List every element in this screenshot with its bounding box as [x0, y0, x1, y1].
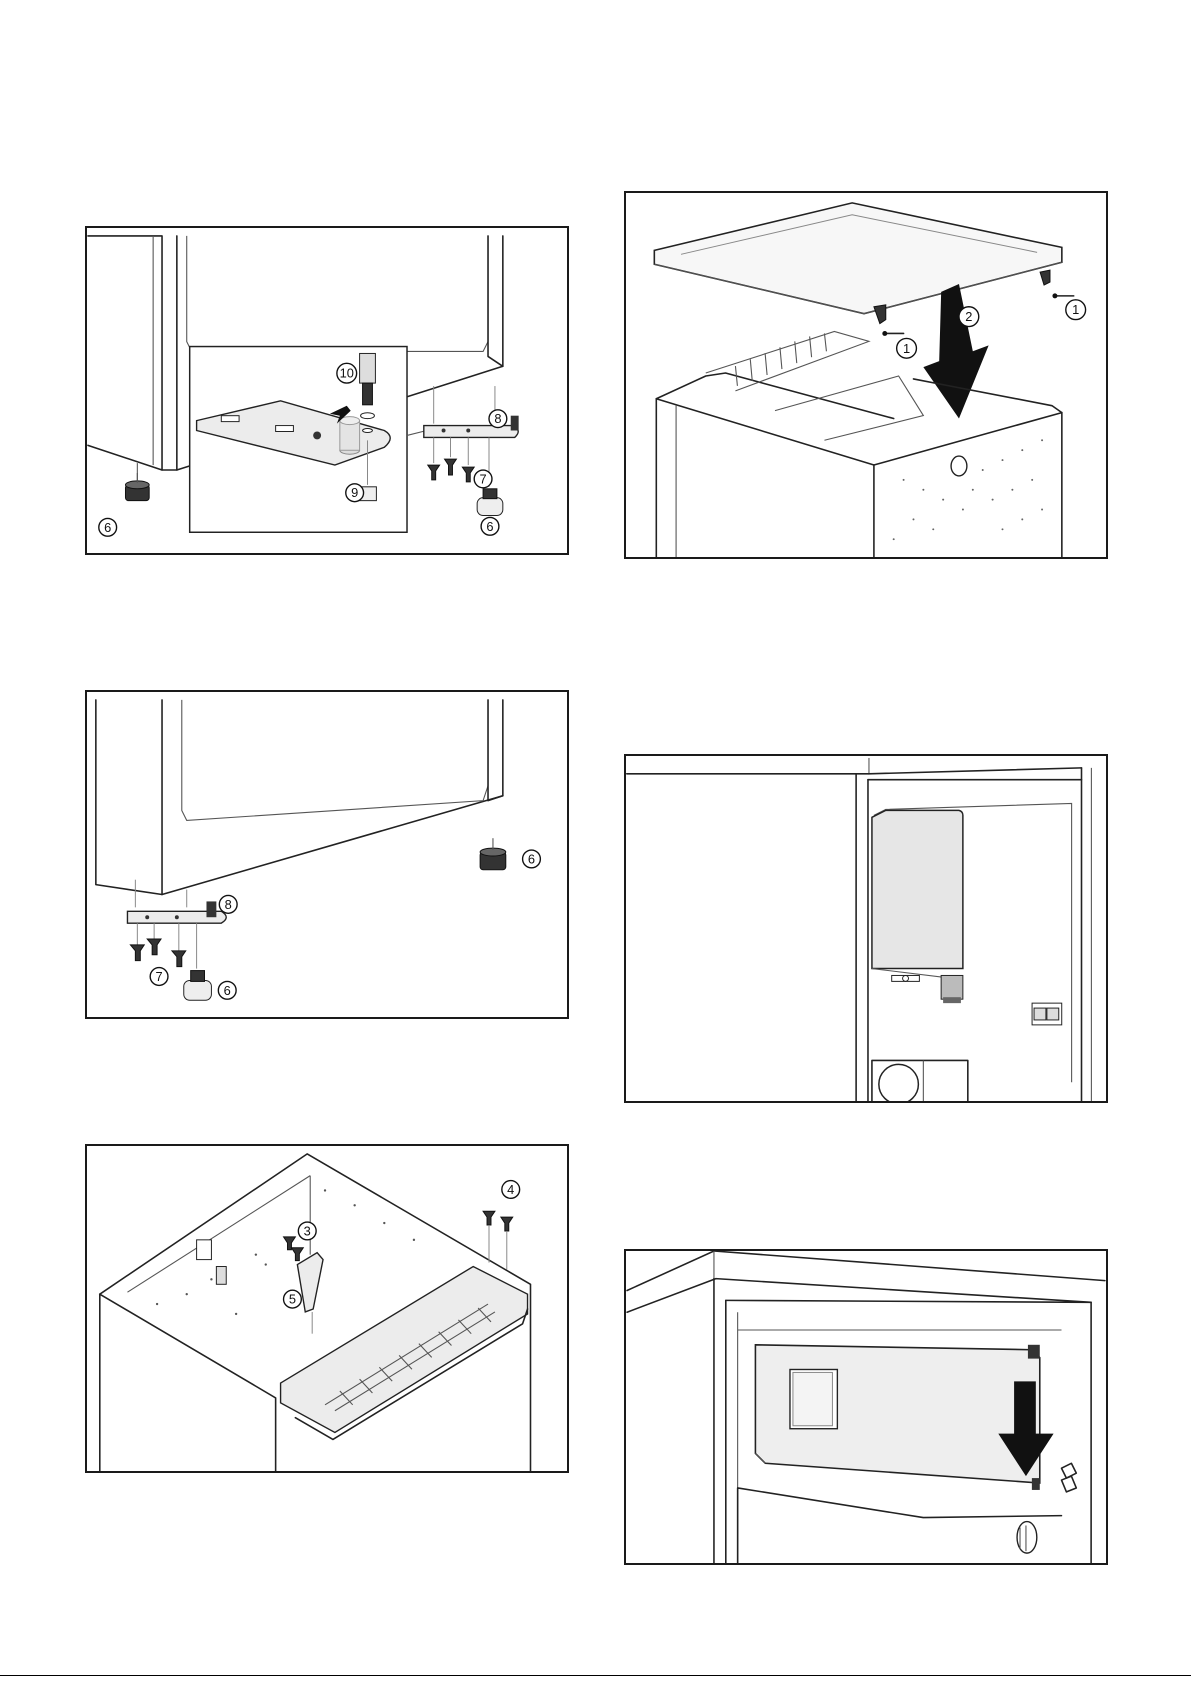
callout-10: 10	[337, 363, 357, 383]
adjustable-foot-left	[125, 473, 149, 501]
crisper-drawer	[872, 1060, 968, 1101]
down-arrow	[923, 284, 988, 419]
callout-2: 2	[959, 307, 979, 327]
svg-text:3: 3	[304, 1223, 311, 1238]
svg-text:8: 8	[225, 897, 232, 912]
appliance-body	[656, 331, 1062, 557]
door-latch	[1061, 1463, 1076, 1492]
illustration-bottom-hinge: 10 8 9 7 6 6	[87, 228, 567, 553]
illustration-foot-hinge: 6 8 7 6	[87, 692, 567, 1017]
callout-7: 7	[474, 470, 492, 488]
svg-text:7: 7	[155, 969, 162, 984]
footer-rule	[0, 1675, 1191, 1676]
adjustable-foot-left	[184, 971, 212, 1001]
callout-1: 1	[897, 338, 917, 358]
illustration-interior	[626, 756, 1106, 1101]
hinge-bracket	[297, 1253, 323, 1334]
svg-text:5: 5	[289, 1292, 296, 1307]
callout-7: 7	[150, 968, 168, 986]
figure-freezer-door-removal	[624, 1249, 1108, 1565]
svg-text:1: 1	[1072, 302, 1079, 317]
figure-worktop-removal: 2 1 1	[624, 191, 1108, 559]
callout-5: 5	[284, 1290, 302, 1308]
callout-1: 1	[1066, 300, 1086, 320]
svg-text:9: 9	[351, 485, 358, 500]
illustration-worktop: 2 1 1	[626, 193, 1106, 557]
figure-bottom-hinge-detail: 10 8 9 7 6 6	[85, 226, 569, 555]
callout-9: 9	[346, 484, 364, 502]
svg-text:6: 6	[486, 519, 493, 534]
svg-text:8: 8	[494, 411, 501, 426]
callout-8: 8	[489, 410, 507, 428]
callout-6: 6	[481, 517, 499, 535]
thermostat-knob	[1017, 1522, 1037, 1554]
svg-text:6: 6	[224, 983, 231, 998]
freezer-door-panel	[872, 810, 963, 1003]
callout-3: 3	[298, 1222, 316, 1240]
figure-top-hinge-removal: 4 3 5	[85, 1144, 569, 1473]
figure-foot-hinge-swap: 6 8 7 6	[85, 690, 569, 1019]
svg-text:4: 4	[507, 1182, 514, 1197]
callout-6: 6	[523, 850, 541, 868]
cross-brace-rail	[281, 1267, 528, 1440]
screws-set	[428, 459, 474, 482]
adjustable-foot-right	[477, 489, 503, 516]
svg-text:6: 6	[104, 520, 111, 535]
svg-text:7: 7	[480, 471, 487, 486]
control-switch	[1032, 1003, 1062, 1025]
freezer-door-panel	[755, 1345, 1039, 1490]
worktop-lid	[654, 203, 1062, 324]
svg-text:6: 6	[528, 851, 535, 866]
svg-text:1: 1	[903, 341, 910, 356]
illustration-freezer-door	[626, 1251, 1106, 1563]
figure-interior-compartment	[624, 754, 1108, 1103]
illustration-top-hinge: 4 3 5	[87, 1146, 567, 1471]
adjustable-foot-right	[480, 838, 506, 870]
svg-text:10: 10	[340, 366, 354, 381]
callout-6: 6	[218, 981, 236, 999]
callout-4: 4	[502, 1181, 520, 1199]
callout-6: 6	[99, 518, 117, 536]
callout-8: 8	[219, 895, 237, 913]
svg-text:2: 2	[965, 309, 972, 324]
screws-set	[130, 939, 185, 967]
